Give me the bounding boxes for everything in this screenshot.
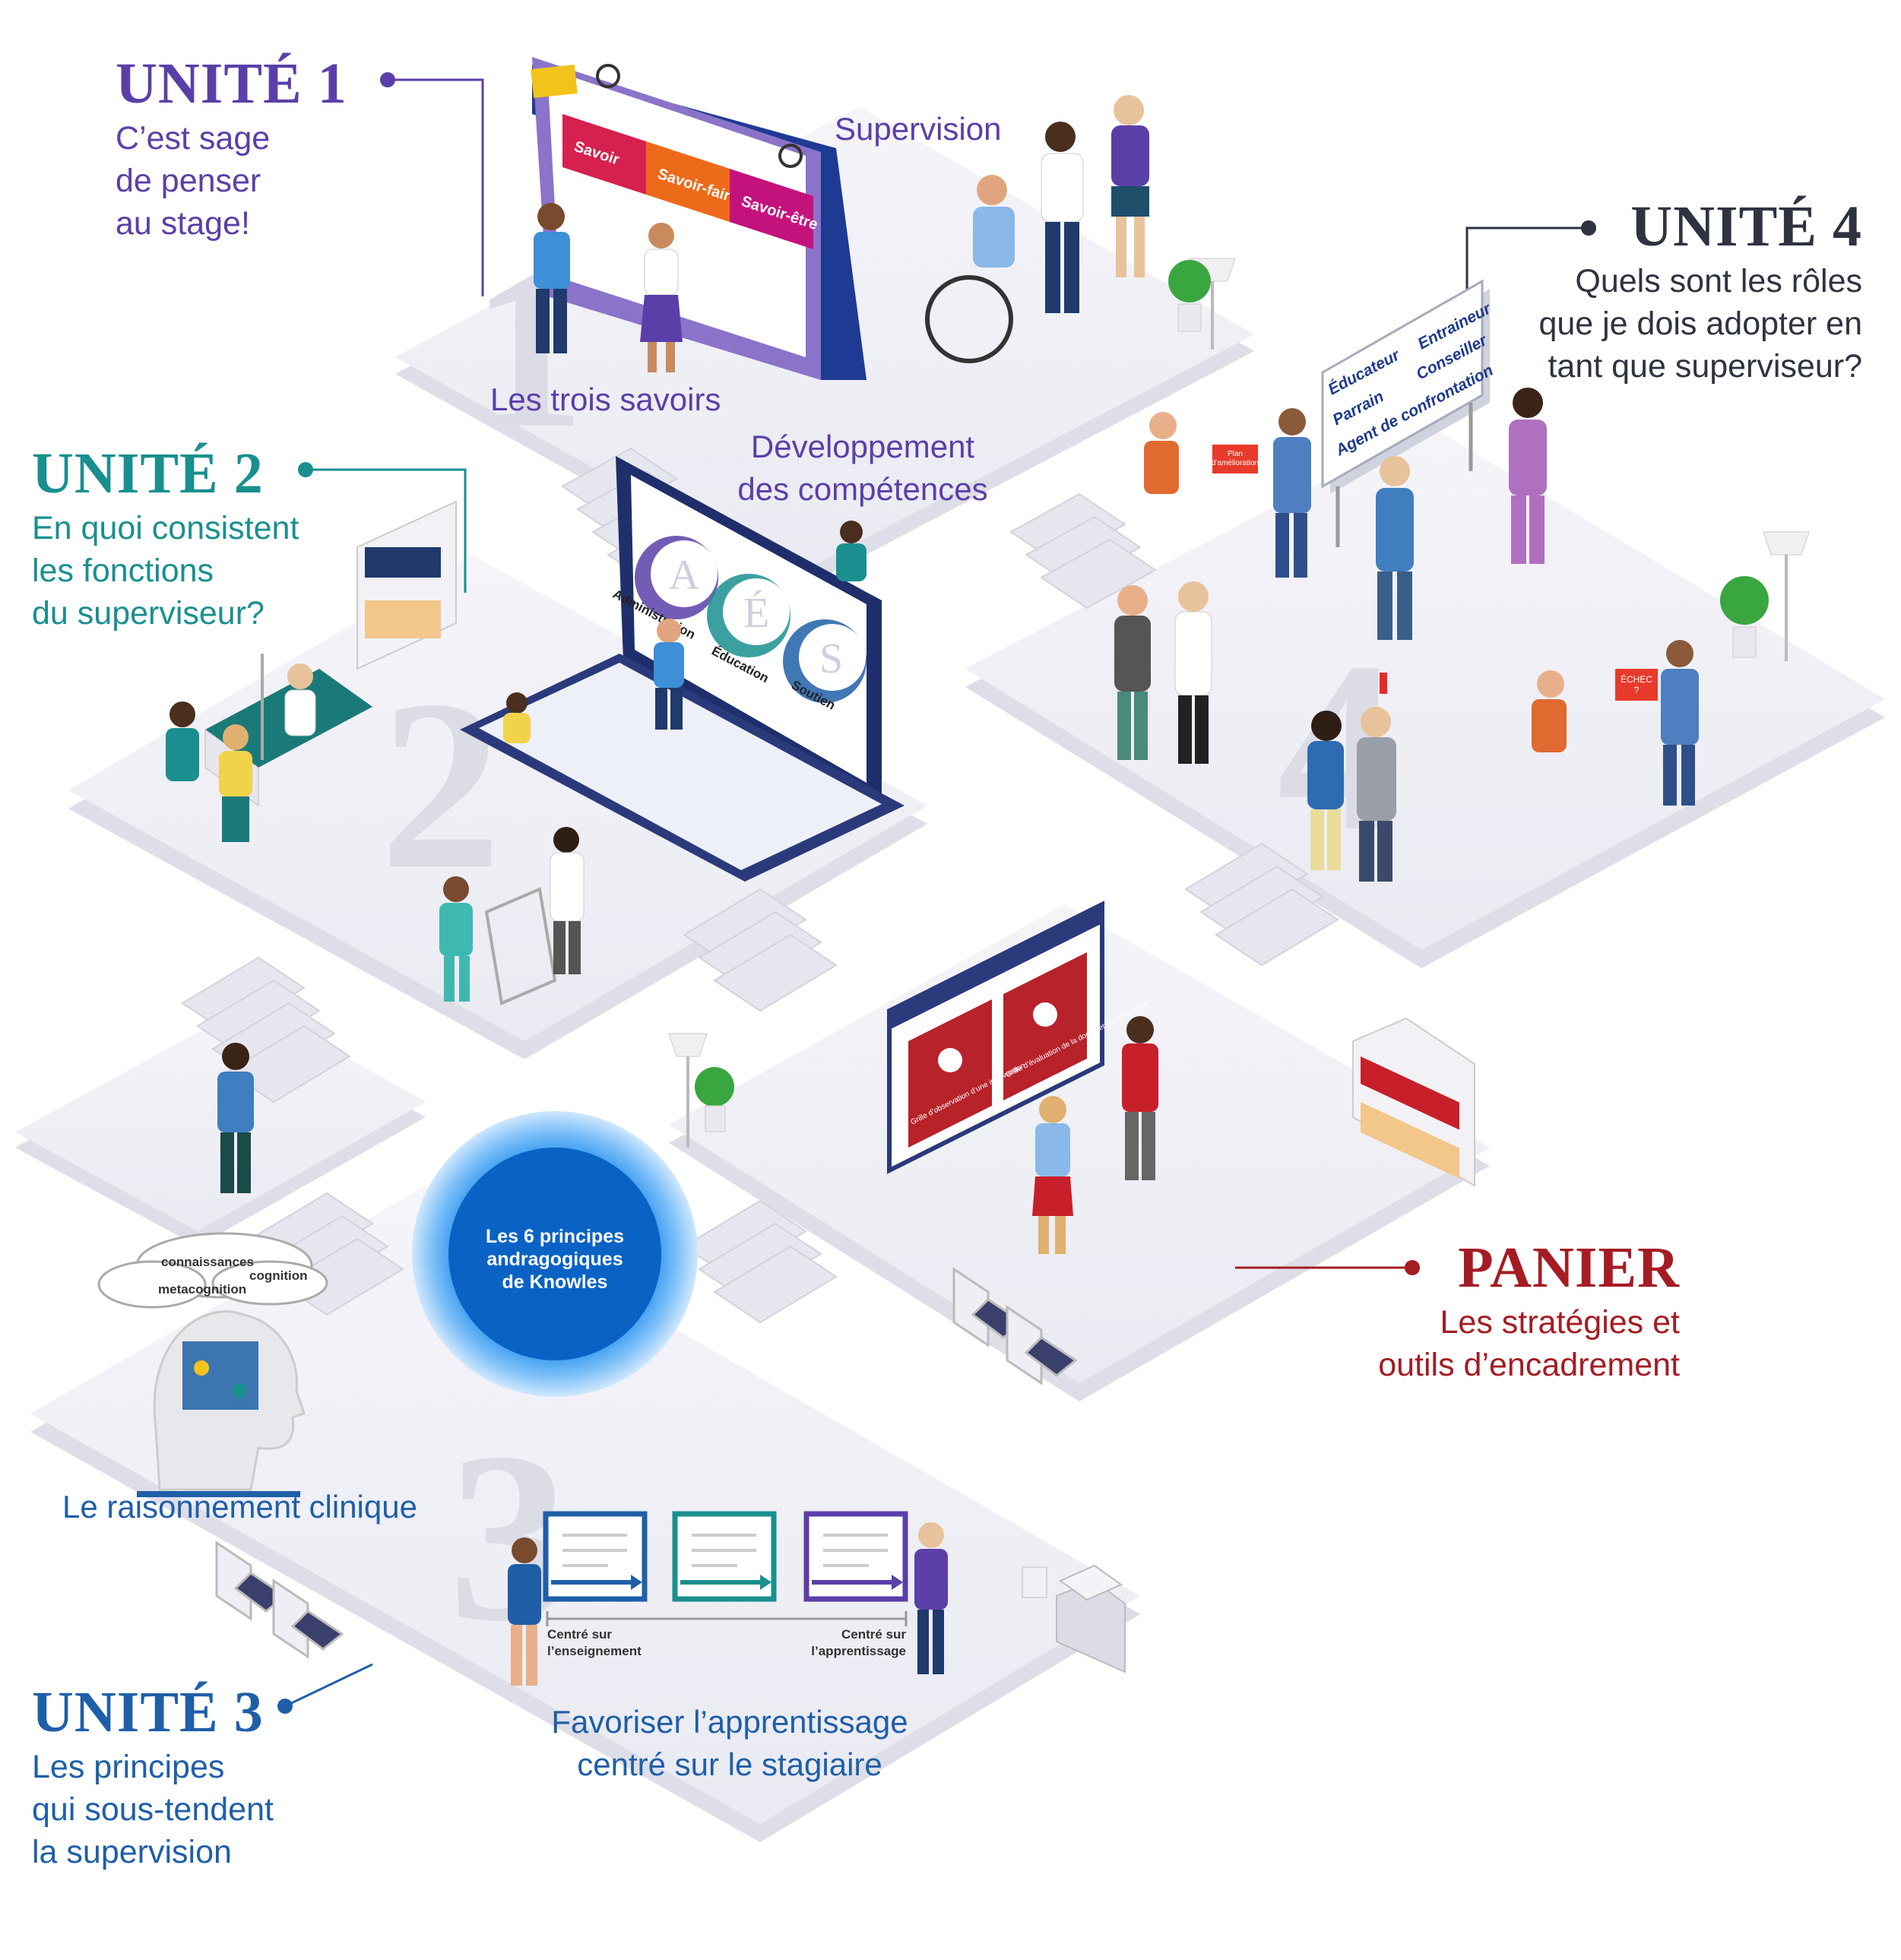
person-woman-clipboard <box>640 223 683 372</box>
person-on-laptop <box>503 521 867 743</box>
play-icon <box>938 1048 962 1072</box>
caption-trois-savoirs: Les trois savoirs <box>490 382 721 417</box>
connector-unit2 <box>298 462 467 593</box>
connector-unit3 <box>277 1663 373 1714</box>
aes-letter: A <box>669 552 700 599</box>
board-tab <box>730 169 813 249</box>
printer-cabinet <box>1022 1564 1126 1673</box>
cloud-bubble <box>97 1232 328 1309</box>
chairs-unit3 <box>215 1540 344 1659</box>
panier-subtitle: Les stratégies et outils d’encadrement <box>1378 1304 1680 1383</box>
unit1-label[interactable]: UNITÉ 1 C’est sage de penser au stage! <box>116 55 347 245</box>
scale-left-label: Centré sur l’enseignement <box>547 1627 642 1658</box>
aes-letters: AÉ S <box>669 552 843 682</box>
people-unit3 <box>508 1522 948 1686</box>
panier-title: PANIER <box>1458 1236 1680 1300</box>
platform-number-2: 2 <box>380 651 502 920</box>
person-teacher-writing <box>534 203 570 353</box>
unit4-subtitle: Quels sont les rôles que je dois adopter… <box>1538 263 1862 385</box>
cognition-word-1: connaissances <box>161 1255 254 1269</box>
panier-label[interactable]: PANIER Les stratégies et outils d’encadr… <box>1307 1239 1680 1386</box>
supervision-group <box>925 95 1149 363</box>
sign-line: ÉCHEC <box>1621 673 1652 685</box>
sticky-note <box>531 65 578 98</box>
bookshelf-unit2 <box>356 500 457 670</box>
unit1-title: UNITÉ 1 <box>116 52 347 116</box>
learning-scale <box>543 1511 908 1626</box>
caption-favoriser: Favoriser l’apprentissage centré sur le … <box>551 1704 908 1782</box>
panier-people <box>1032 1016 1158 1254</box>
platform-panier <box>669 904 1490 1401</box>
cognition-word-3: metacognition <box>158 1282 247 1297</box>
caption-supervision: Supervision <box>835 111 1002 147</box>
chairs-panier <box>952 1267 1078 1385</box>
unit4-title: UNITÉ 4 <box>1630 195 1862 258</box>
aes-letter: É <box>743 590 769 637</box>
sign-plan <box>1212 445 1258 473</box>
plant-lamp-unit1 <box>1168 258 1236 350</box>
bookshelf-panier <box>1352 1017 1475 1187</box>
person-walking <box>217 1043 254 1193</box>
aes-letter: S <box>819 635 843 682</box>
sign-line: d’amélioration <box>1212 459 1259 467</box>
board-tab <box>646 141 730 222</box>
sign-line: Plan <box>1228 450 1243 458</box>
stairs-1-4 <box>1009 492 1157 610</box>
scale-right-label: Centré sur l’apprentissage <box>811 1627 906 1658</box>
unit1-subtitle: C’est sage de penser au stage! <box>116 120 271 242</box>
stairs-4-panier <box>1184 842 1339 967</box>
connector-panier <box>1235 1260 1420 1275</box>
unit3-subtitle: Les principes qui sous-tendent la superv… <box>32 1749 274 1870</box>
play-icon <box>1033 1002 1057 1027</box>
unit3-title: UNITÉ 3 <box>32 1680 264 1744</box>
unit2-subtitle: En quoi consistent les fonctions du supe… <box>32 510 299 632</box>
hospital-bed-scene <box>166 654 372 842</box>
sign-echec <box>1615 669 1658 701</box>
sign-line: ? <box>1634 685 1640 695</box>
unit4-label[interactable]: UNITÉ 4 Quels sont les rôles que je dois… <box>1444 198 1862 388</box>
caption-developpement: Développement des compétences <box>737 429 988 507</box>
knowles-circle <box>412 1111 698 1397</box>
stairs-2-panier <box>683 888 838 1012</box>
head-brain-icon <box>137 1310 306 1497</box>
stairs-panier-3 <box>683 1199 838 1324</box>
unit2-label[interactable]: UNITÉ 2 En quoi consistent les fonctions… <box>32 445 299 635</box>
unit2-title: UNITÉ 2 <box>32 442 264 505</box>
plant-lamp-panier <box>668 1033 734 1148</box>
exclamation-icon <box>1380 673 1387 694</box>
sign-echec-text: ÉCHEC? <box>1621 673 1652 695</box>
unit3-label[interactable]: UNITÉ 3 Les principes qui sous-tendent l… <box>32 1683 274 1873</box>
board-tab <box>562 114 646 195</box>
wheelchair <box>925 275 1013 363</box>
caption-raisonnement: Le raisonnement clinique <box>62 1489 417 1525</box>
nurse-cart-scene <box>439 827 585 1005</box>
plant-lamp-unit4 <box>1720 531 1810 661</box>
platform-unit4 <box>965 426 1885 968</box>
knowles-text: Les 6 principes andragogiques de Knowles <box>485 1226 625 1293</box>
cognition-word-2: cognition <box>249 1268 308 1283</box>
connector-unit1 <box>380 72 484 296</box>
